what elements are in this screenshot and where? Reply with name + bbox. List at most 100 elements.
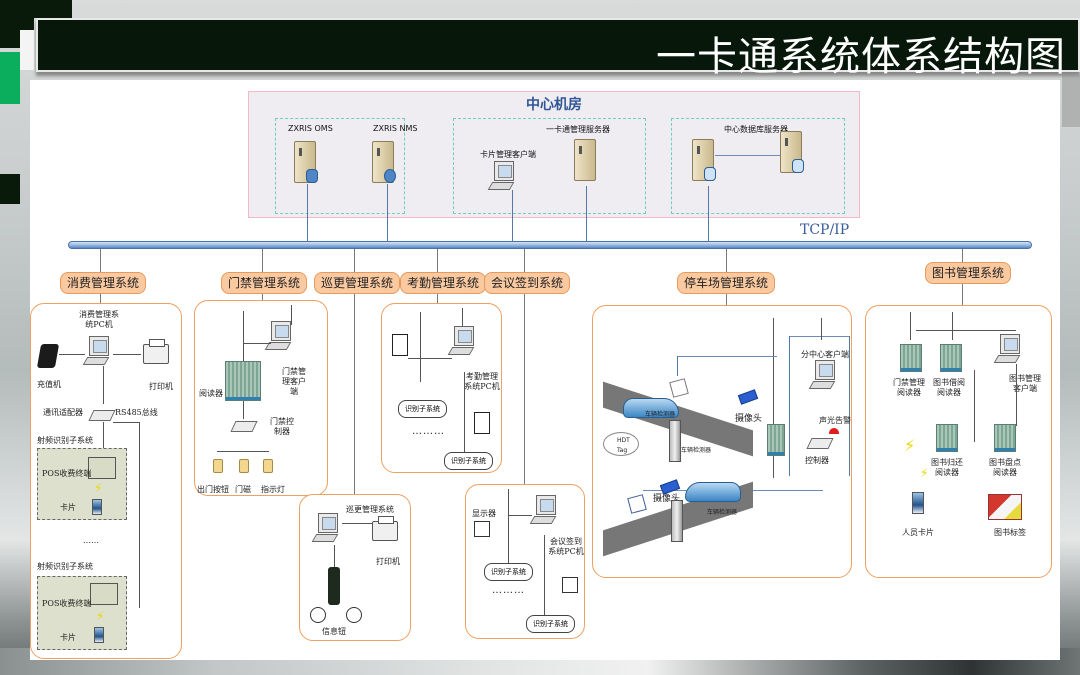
decor-dark-block-lower [0, 174, 20, 204]
link [821, 318, 822, 340]
attendance-pc-label: 考勤管理系统PC机 [464, 372, 500, 391]
globe-icon [384, 169, 396, 183]
card-1-label: 卡片 [60, 503, 76, 512]
attendance-terminal-icon [474, 412, 490, 434]
pos-1-label: POS收费终端 [42, 469, 92, 478]
rs485-label: RS485总线 [115, 408, 158, 417]
oms-label: ZXRIS OMS [288, 124, 333, 133]
link [508, 489, 509, 565]
exit-button-icon [213, 459, 223, 473]
link [849, 336, 850, 476]
network-mgmt-group: ZXRIS OMS ZXRIS NMS [275, 118, 417, 214]
adapter-label: 通讯适配器 [43, 408, 83, 417]
attendance-pc-icon [447, 326, 476, 355]
camera-1-label: 摄像头 [735, 414, 763, 424]
display-icon [474, 521, 490, 537]
link [217, 451, 269, 452]
meeting-ellipsis: ……… [492, 585, 525, 596]
meeting-pc-label: 会议签到系统PC机 [548, 537, 584, 556]
link [113, 354, 141, 355]
borrow-reader-label: 图书借阅阅读器 [933, 378, 965, 397]
tag-meeting-system[interactable]: 会议签到系统 [484, 272, 571, 294]
wireless-icon: ⚡ [920, 466, 929, 480]
indicator-light-icon [263, 459, 273, 473]
access-system-box: 门禁管理客户端 阅读器 门禁控制器 出门按钮 门磁 指示灯 [194, 300, 328, 496]
camera-icon [659, 479, 681, 495]
link [910, 312, 911, 340]
recognition-subsystem-1: 识别子系统 [398, 400, 447, 418]
access-reader-label: 门禁管理阅读器 [893, 378, 925, 397]
rfid-sub-1-label: 射频识别子系统 [37, 436, 93, 445]
camera-2-label: 摄像头 [653, 494, 681, 504]
tag-parking-system[interactable]: 停车场管理系统 [677, 272, 776, 294]
link [773, 318, 774, 478]
recognition-subsystem-1: 识别子系统 [484, 563, 533, 581]
link [334, 545, 335, 567]
tag-consume-system[interactable]: 消费管理系统 [60, 272, 147, 294]
indicator-label: 指示灯 [261, 485, 285, 494]
parking-client-label: 分中心客户端 [801, 350, 849, 359]
info-button-icon [310, 607, 326, 623]
link [508, 515, 532, 516]
parking-client-pc-icon [808, 360, 837, 389]
alarm-icon [829, 428, 839, 434]
access-reader-icon [225, 361, 261, 401]
access-reader-icon [900, 344, 922, 372]
user-icon [306, 169, 318, 183]
rfid-sub-1-box: POS收费终端 ⚡ 卡片 [37, 448, 127, 520]
detector-1-label: 车辆检测器 [645, 411, 676, 418]
tcp-ip-label: TCP/IP [800, 222, 850, 238]
adapter-icon [88, 410, 116, 421]
pos-terminal-icon [88, 457, 116, 479]
door-magnet-label: 门磁 [235, 485, 251, 494]
recognition-subsystem-2: 识别子系统 [526, 615, 575, 633]
library-client-pc-icon [993, 334, 1022, 363]
return-reader-icon [936, 424, 958, 452]
link [464, 372, 465, 452]
link-db-server [708, 186, 709, 241]
reader-label: 阅读器 [199, 389, 223, 398]
link-meeting [524, 249, 525, 485]
barrier-pillar-icon [671, 500, 683, 542]
patrol-system-label: 巡更管理系统 [346, 505, 394, 514]
consume-pc-icon [82, 336, 111, 365]
link [408, 358, 452, 359]
door-magnet-icon [239, 459, 249, 473]
car-icon [685, 482, 741, 502]
rs485-line [139, 422, 140, 608]
alarm-label: 声光告警 [819, 416, 851, 425]
printer-icon [143, 339, 169, 364]
consume-system-box: 消费管理系统PC机 充值机 打印机 通讯适配器 RS485总线 射频识别子系统 … [30, 303, 182, 659]
link [974, 370, 975, 442]
slide-title: 一卡通系统体系结构图 [656, 34, 1066, 80]
tag-library-system[interactable]: 图书管理系统 [925, 262, 1012, 284]
wireless-icon: ⚡ [904, 436, 916, 455]
link [243, 401, 244, 419]
consume-pc-label: 消费管理系统PC机 [79, 310, 119, 329]
title-bar: 一卡通系统体系结构图 [36, 18, 1080, 80]
antenna-icon [669, 378, 689, 398]
hdt-tag-label: HDT Tag [617, 437, 630, 454]
pos-2-label: POS收费终端 [42, 599, 92, 608]
barrier-pillar-icon [669, 420, 681, 462]
link [113, 422, 139, 423]
tag-patrol-system[interactable]: 巡更管理系统 [314, 272, 401, 294]
book-tag-icon [988, 494, 1022, 520]
db-group: 中心数据库服务器 [671, 118, 845, 214]
link [420, 312, 421, 382]
book-tag-label: 图书标签 [994, 528, 1026, 537]
attendance-ellipsis: ……… [412, 426, 445, 437]
link [677, 356, 777, 357]
tag-attendance-system[interactable]: 考勤管理系统 [400, 272, 487, 294]
link [952, 312, 953, 340]
db-link [715, 155, 781, 156]
controller-label: 控制器 [805, 456, 829, 465]
tag-access-system[interactable]: 门禁管理系统 [221, 272, 308, 294]
link-card-client [512, 190, 513, 241]
link [916, 330, 1016, 331]
link [544, 535, 545, 615]
inventory-reader-icon [994, 424, 1016, 452]
attendance-terminal-icon [392, 334, 408, 356]
wireless-icon: ⚡ [94, 481, 103, 495]
database-icon [792, 159, 804, 173]
